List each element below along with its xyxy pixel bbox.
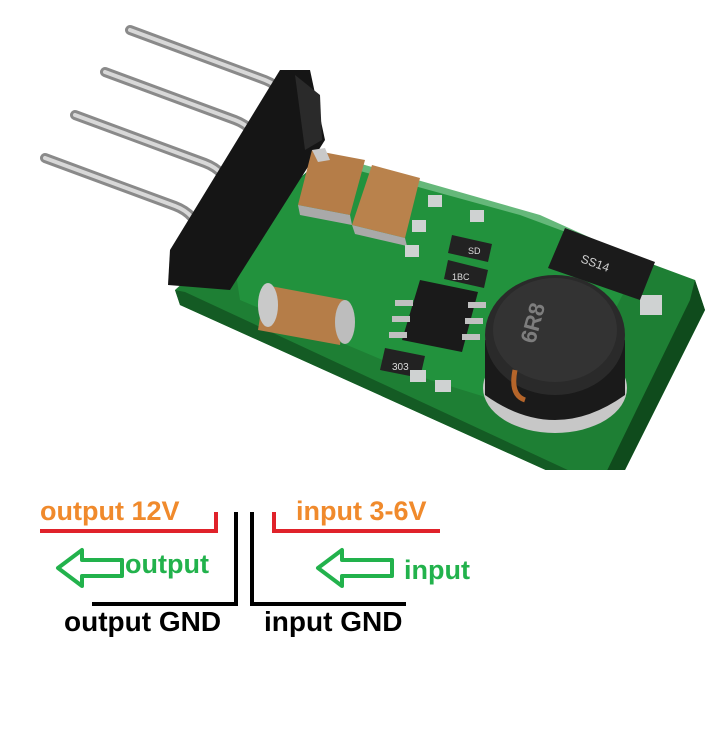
- output-voltage-label: output 12V: [40, 496, 180, 526]
- capacitor-2: [352, 165, 420, 246]
- output-label: output: [125, 549, 209, 579]
- capacitor-1: [298, 148, 365, 225]
- svg-text:SD: SD: [468, 246, 481, 256]
- capacitor-3: [258, 283, 355, 345]
- header-plastic: [168, 70, 325, 290]
- solder-pads: [405, 195, 662, 392]
- input-arrow-icon: [316, 548, 394, 588]
- inductor: 6R8: [483, 275, 627, 433]
- input-voltage-label: input 3-6V: [296, 496, 427, 526]
- smd-1bc: 1BC: [444, 260, 488, 288]
- output-gnd-label: output GND: [64, 606, 222, 637]
- wiring-diagram: [40, 512, 440, 606]
- input-gnd-label: input GND: [264, 606, 403, 637]
- module-photo: SD 1BC 303 SS14 6R8: [40, 25, 705, 470]
- svg-text:303: 303: [392, 362, 409, 373]
- ic-chip: [389, 280, 486, 352]
- svg-text:1BC: 1BC: [452, 272, 470, 282]
- input-label: input: [404, 555, 470, 585]
- diode-ss14: SS14: [548, 228, 655, 300]
- output-arrow-icon: [56, 548, 124, 588]
- smd-sd: SD: [448, 235, 492, 262]
